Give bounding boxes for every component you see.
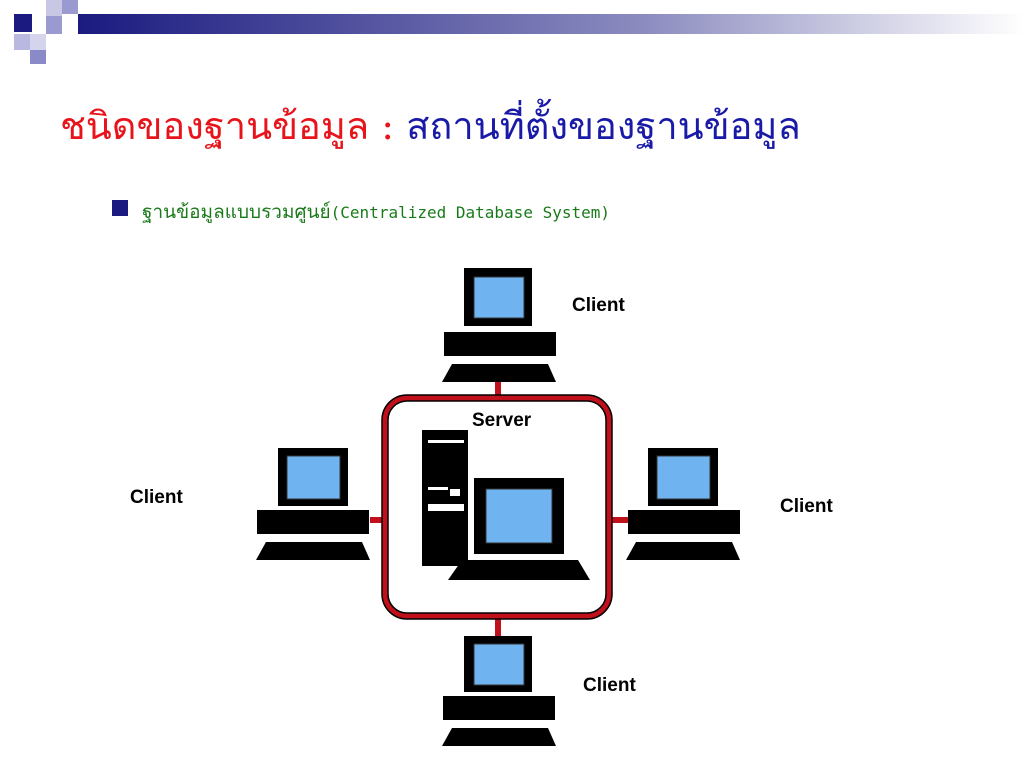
- server-keyboard: [448, 560, 590, 580]
- corner-decoration: [14, 0, 1024, 64]
- bullet-square-icon: [112, 200, 128, 216]
- decor-square: [14, 14, 32, 32]
- client-computer-left: [256, 448, 370, 560]
- client-label-bottom: Client: [583, 675, 636, 696]
- decor-square: [62, 0, 78, 14]
- title-part-type: ชนิดของฐานข้อมูล :: [60, 104, 395, 148]
- server-computer: [422, 430, 590, 580]
- client-label-top: Client: [572, 295, 625, 316]
- page-title: ชนิดของฐานข้อมูล : สถานที่ตั้งของฐานข้อม…: [60, 104, 801, 150]
- title-part-location: สถานที่ตั้งของฐานข้อมูล: [406, 104, 801, 148]
- network-lines-inner: [381, 394, 613, 620]
- decor-square: [46, 0, 62, 16]
- decor-square: [30, 34, 46, 50]
- header-gradient-bar: [78, 14, 1024, 34]
- client-computer-bottom: [442, 636, 556, 746]
- bullet-text-english: (Centralized Database System): [330, 203, 611, 222]
- client-computer-top: [442, 268, 556, 382]
- decor-square: [30, 50, 46, 64]
- bullet-centralized: ฐานข้อมูลแบบรวมศูนย์(Centralized Databas…: [112, 200, 610, 225]
- client-computer-right: [626, 448, 740, 560]
- server-label: Server: [472, 410, 532, 431]
- bullet-text-thai: ฐานข้อมูลแบบรวมศูนย์: [142, 201, 331, 223]
- decor-square: [14, 34, 30, 50]
- client-label-right: Client: [780, 496, 833, 517]
- decor-square: [46, 16, 62, 34]
- client-label-left: Client: [130, 487, 183, 508]
- server-tower: [422, 430, 468, 566]
